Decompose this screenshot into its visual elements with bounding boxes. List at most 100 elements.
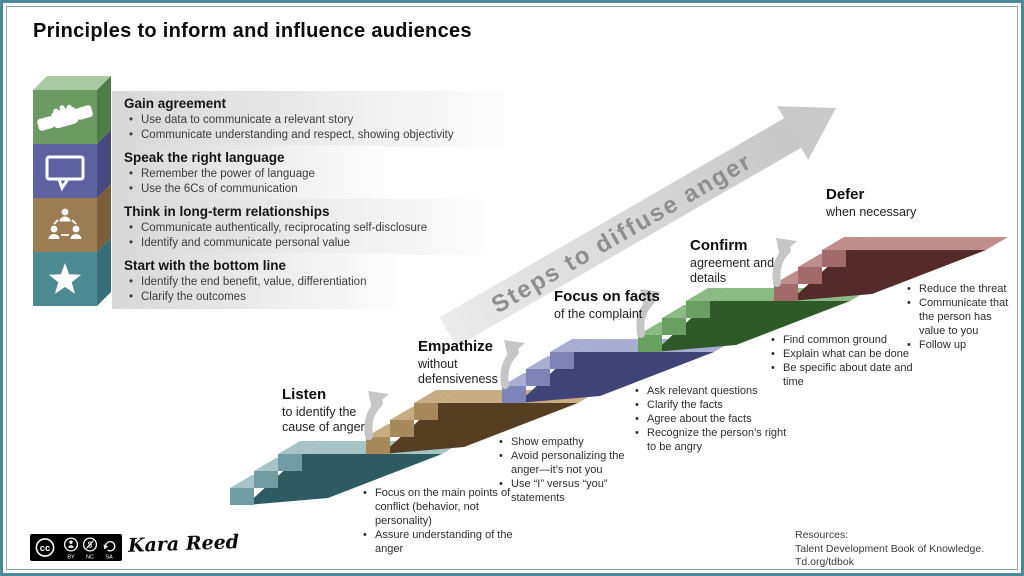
resources-note: Resources: Talent Development Book of Kn… xyxy=(795,529,1024,570)
bar-segment-relationships xyxy=(33,198,97,252)
principle-bullet: Identify the end benefit, value, differe… xyxy=(128,275,386,290)
step-bullets-defer: Reduce the threat Communicate that the p… xyxy=(906,282,1018,352)
step-subtitle: of the complaint xyxy=(554,307,643,321)
stair-flight-1 xyxy=(230,441,464,505)
principle-bullets: Remember the power of language Use the 6… xyxy=(128,167,374,198)
bar-top-face xyxy=(33,76,111,90)
principle-row-speak-language: Speak the right language Remember the po… xyxy=(112,145,384,202)
principle-heading: Think in long-term relationships xyxy=(124,204,330,219)
principle-row-relationships: Think in long-term relationships Communi… xyxy=(112,199,486,256)
nc-label: NC xyxy=(86,555,94,561)
stair-riser xyxy=(278,454,302,471)
step-subtitle: without defensiveness xyxy=(418,357,498,386)
stair-tread xyxy=(550,339,596,352)
step-subtitle: to identify the cause of anger xyxy=(282,405,365,434)
stair-riser xyxy=(502,386,526,403)
bar-segment-speak-language xyxy=(33,144,97,198)
principle-heading: Gain agreement xyxy=(124,96,227,111)
step-bullet: Ask relevant questions xyxy=(634,384,798,398)
stair-riser xyxy=(774,284,798,301)
stair-tread xyxy=(822,237,868,250)
step-name: Listen xyxy=(282,386,327,403)
step-bullets-empathize: Show empathy Avoid personalizing the ang… xyxy=(498,435,650,505)
principle-row-gain-agreement: Gain agreement Use data to communicate a… xyxy=(112,91,506,148)
staircase xyxy=(230,237,1008,505)
step-bullet: Reduce the threat xyxy=(906,282,1018,296)
cc-license-badge: cc $ BY NC SA xyxy=(30,534,122,561)
sa-label: SA xyxy=(105,555,113,561)
stair-tread xyxy=(686,288,732,301)
step-subtitle: agreement and details xyxy=(690,256,775,285)
step-bullet: Follow up xyxy=(906,338,1018,352)
step-name: Defer xyxy=(826,186,865,203)
stair-riser xyxy=(662,318,686,335)
by-label: BY xyxy=(67,555,75,561)
stair-riser xyxy=(366,437,390,454)
step-bullet: Show empathy xyxy=(498,435,650,449)
nc-icon: $ xyxy=(82,537,98,552)
step-bullet: Find common ground xyxy=(770,333,932,347)
principle-bullets: Identify the end benefit, value, differe… xyxy=(128,275,386,306)
arrow-head-icon xyxy=(777,106,836,160)
step-label-focus-on-facts: Focus on facts of the complaint xyxy=(554,288,679,322)
step-bullet: Recognize the person’s right to be angry xyxy=(634,426,798,454)
step-label-listen: Listen to identify the cause of anger xyxy=(282,386,382,435)
bar-side-2 xyxy=(97,130,111,198)
principle-bullet: Communicate authentically, reciprocating… xyxy=(128,221,476,236)
step-bullet: Agree about the facts xyxy=(634,412,798,426)
step-bullets-confirm: Find common ground Explain what can be d… xyxy=(770,333,932,389)
stair-riser xyxy=(230,488,254,505)
stair-tread xyxy=(278,441,324,454)
principle-bullet: Clarify the outcomes xyxy=(128,290,386,305)
step-bullet: Explain what can be done xyxy=(770,347,932,361)
step-bullet: Communicate that the person has value to… xyxy=(906,296,1018,338)
principle-bullet: Communicate understanding and respect, s… xyxy=(128,128,496,143)
stair-riser xyxy=(550,352,574,369)
step-bullets-focus-on-facts: Ask relevant questions Clarify the facts… xyxy=(634,384,798,454)
step-bullet: Use “I” versus “you” statements xyxy=(498,477,650,505)
bar-side-4 xyxy=(97,238,111,306)
step-bullets-listen: Focus on the main points of conflict (be… xyxy=(362,486,520,556)
step-bullet: Focus on the main points of conflict (be… xyxy=(362,486,520,528)
stair-riser xyxy=(798,267,822,284)
bar-side-1 xyxy=(97,76,111,144)
principle-bullets: Communicate authentically, reciprocating… xyxy=(128,221,476,252)
step-bullet: Clarify the facts xyxy=(634,398,798,412)
handshake-icon xyxy=(37,104,93,131)
step-subtitle: when necessary xyxy=(826,205,917,219)
step-label-empathize: Empathize without defensiveness xyxy=(418,338,518,387)
step-label-defer: Defer when necessary xyxy=(826,186,941,220)
resources-label: Resources: xyxy=(795,529,849,541)
arrow-band xyxy=(439,118,802,347)
principle-bullet: Remember the power of language xyxy=(128,167,374,182)
principle-bullet: Use data to communicate a relevant story xyxy=(128,113,496,128)
stair-riser xyxy=(822,250,846,267)
bar-side-3 xyxy=(97,184,111,252)
stair-tread xyxy=(414,390,460,403)
step-label-confirm: Confirm agreement and details xyxy=(690,237,795,286)
cc-logo-icon xyxy=(35,538,55,557)
speech-bubble-icon xyxy=(45,155,85,192)
stair-riser xyxy=(638,335,662,352)
step-bullet: Be specific about date and time xyxy=(770,361,932,389)
principles-bar xyxy=(33,76,111,306)
stair-landing-top xyxy=(846,237,1008,250)
people-network-icon xyxy=(48,208,82,239)
stair-riser xyxy=(686,301,710,318)
signature: Kara Reed xyxy=(127,531,240,557)
step-name: Empathize xyxy=(418,338,494,355)
stair-riser xyxy=(390,420,414,437)
sa-icon xyxy=(103,541,116,552)
step-bullet: Avoid personalizing the anger—it’s not y… xyxy=(498,449,650,477)
principle-bullet: Use the 6Cs of communication xyxy=(128,182,374,197)
stair-riser xyxy=(254,471,278,488)
cc-logo-label: cc xyxy=(40,543,51,554)
principle-heading: Start with the bottom line xyxy=(124,258,286,273)
principle-bullet: Identify and communicate personal value xyxy=(128,236,476,251)
step-bullet: Assure understanding of the anger xyxy=(362,528,520,556)
stair-riser xyxy=(526,369,550,386)
by-icon xyxy=(63,537,79,552)
stair-riser xyxy=(414,403,438,420)
